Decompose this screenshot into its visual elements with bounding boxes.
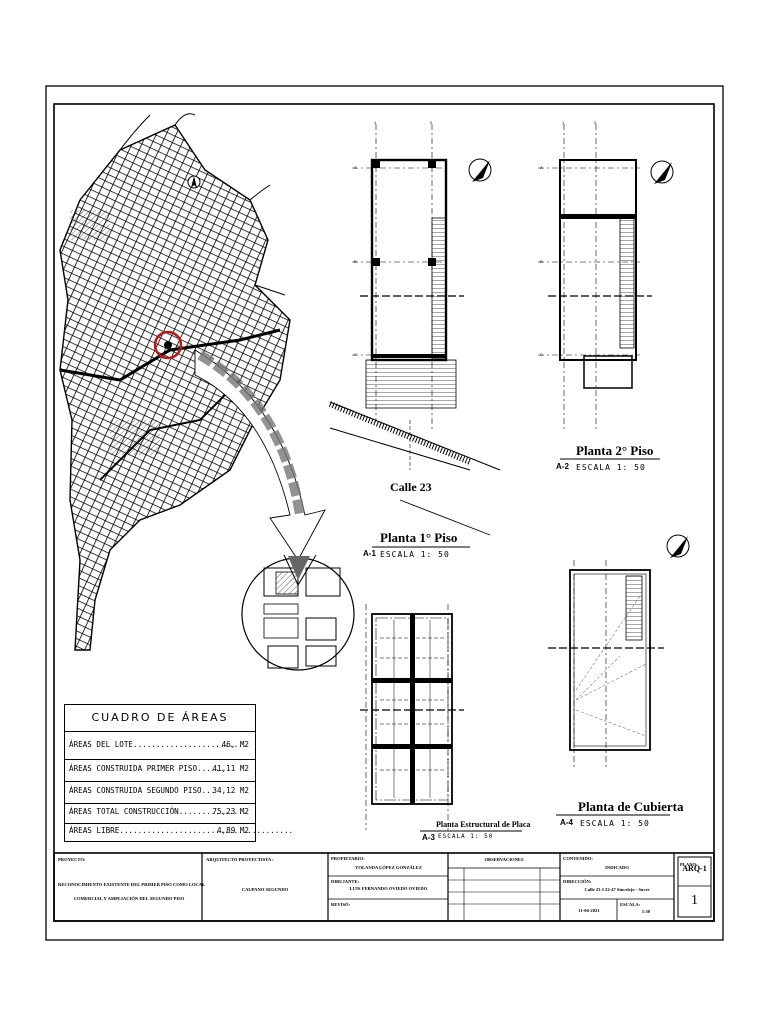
site-detail-circle (241, 554, 355, 671)
areas-row-label: ÁREAS CONSTRUIDA SEGUNDO PISO... (69, 786, 216, 795)
plan-2-code: A-2 (556, 462, 569, 471)
areas-row: ÁREAS LIBRE.............................… (69, 823, 293, 839)
grid-label-bb: B (540, 259, 544, 264)
areas-row: ÁREAS CONSTRUIDA PRIMER PISO...... 41,11… (69, 761, 251, 777)
draftsman-heading: DIBUJANTE: (331, 879, 360, 884)
plano-heading: PLANO: (680, 862, 698, 867)
areas-row-label: ÁREAS DEL LOTE......................... (69, 740, 248, 749)
content-value: INDICADO (605, 865, 629, 870)
architect-heading: ARQUITECTO PROYECTISTA : (206, 857, 274, 862)
plan-1-code: A-1 (363, 549, 376, 558)
grid-label-b: B (354, 259, 358, 264)
sheet-number: 1 (691, 893, 698, 908)
grid-label-a: A (354, 165, 358, 170)
project-line-1: RECONOCIMIENTO EXISTENTE DEL PRIMER PISO… (58, 882, 206, 887)
draftsman-name: LUIS FERNANDO OVIEDO OVIEDO (349, 886, 428, 891)
project-heading: PROYECTO: (58, 857, 86, 862)
plan-4-code: A-4 (560, 818, 573, 827)
scale-value: 1:50 (641, 909, 651, 914)
grid-label-ab: A (540, 165, 544, 170)
address-heading: DIRECCIÓN: (563, 879, 592, 884)
areas-row-label: ÁREAS CONSTRUIDA PRIMER PISO...... (69, 764, 225, 773)
areas-row-value: 34,12 M2 (212, 786, 249, 795)
roof-plan (548, 534, 690, 770)
north-arrow-icon (468, 158, 492, 182)
areas-row-value: 46, M2 (221, 740, 249, 749)
north-arrow-icon-3 (666, 534, 690, 558)
structural-plan (360, 604, 464, 830)
project-line-2: COMERCIAL Y AMPLIACIÓN DEL SEGUNDO PISO (73, 896, 185, 901)
areas-row-value: 75,23 M2 (212, 807, 249, 816)
north-arrow-icon-2 (650, 160, 674, 184)
date-value: 11-06-2021 (578, 908, 600, 913)
reviewed-heading: REVISÓ: (331, 902, 351, 907)
street-label: Calle 23 (390, 480, 432, 494)
grid-label-2: 2 (430, 120, 433, 125)
title-block-frame (53, 852, 715, 922)
city-map (59, 113, 291, 651)
areas-table-title: CUADRO DE ÁREAS (65, 705, 255, 732)
plan-3-code: A-3 (422, 833, 435, 842)
plan-4-title: Planta de Cubierta (578, 799, 684, 814)
areas-row-label: ÁREAS LIBRE.............................… (69, 826, 294, 835)
areas-row-value: 4,89 M2 (216, 826, 249, 835)
floor-plan-2 (538, 124, 674, 430)
sheet-code: ARQ-1 (682, 864, 707, 873)
plan-1-title: Planta 1° Piso (380, 530, 458, 545)
areas-row: ÁREAS TOTAL CONSTRUCCIÓN............... … (69, 804, 251, 820)
plan-3-title: Planta Estructural de Placa (436, 820, 531, 829)
areas-row: ÁREAS DEL LOTE......................... … (69, 737, 251, 753)
grid-label-c: C (354, 352, 358, 357)
grid-label-1b: 1 (562, 120, 565, 125)
grid-label-cb: C (540, 352, 544, 357)
plan-4-scale: ESCALA 1: 50 (580, 819, 650, 828)
areas-row: ÁREAS CONSTRUIDA SEGUNDO PISO... 34,12 M… (69, 783, 251, 799)
plan-3-scale: ESCALA 1: 50 (438, 833, 494, 840)
floor-plan-1 (328, 124, 501, 536)
address-value: Calle 23 # 22-47 Sincelejo - Sucre (584, 887, 650, 892)
content-heading: CONTENIDO: (563, 856, 593, 861)
grid-label-2b: 2 (594, 120, 597, 125)
outer-border (45, 85, 724, 941)
architect-name: CAUPANO SEGUNDO (241, 887, 289, 892)
observations-heading: OBSERVACIONES (484, 857, 524, 862)
plan-2-title: Planta 2° Piso (576, 443, 654, 458)
site-location-marker (153, 330, 183, 360)
plan-1-scale: ESCALA 1: 50 (380, 550, 450, 559)
areas-table: CUADRO DE ÁREAS ÁREAS DEL LOTE..........… (64, 704, 293, 842)
grid-label-1: 1 (374, 120, 377, 125)
areas-row-value: 41,11 M2 (212, 764, 249, 773)
areas-row-label: ÁREAS TOTAL CONSTRUCCIÓN............... (69, 807, 248, 816)
owner-name: YOLANDA LÓPEZ GONZÁLEZ (355, 865, 422, 870)
scale-heading: ESCALA: (620, 902, 641, 907)
owner-heading: PROPIETARIO: (331, 856, 365, 861)
plan-2-scale: ESCALA 1: 50 (576, 463, 646, 472)
